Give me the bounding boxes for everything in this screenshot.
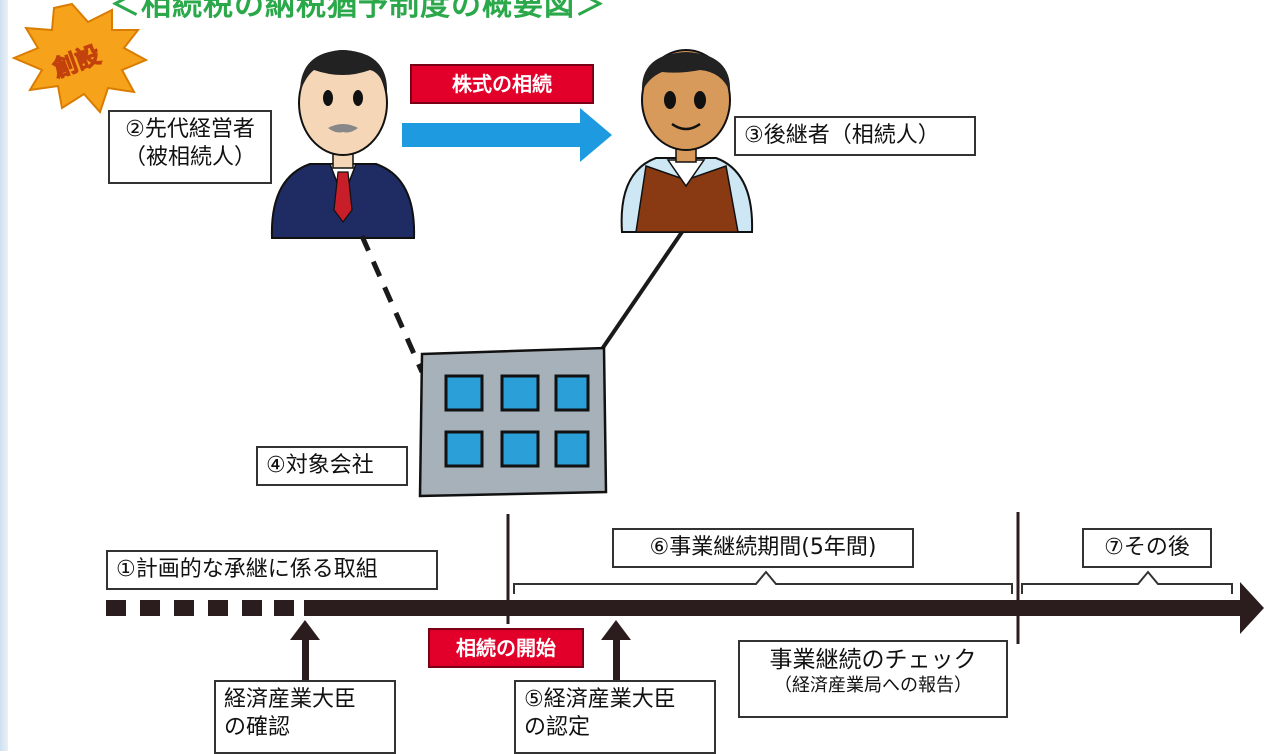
confirm-label-line2: の確認 <box>224 714 291 740</box>
left-edge-strip <box>0 0 8 751</box>
period-label: ⑥事業継続期間(5年間) <box>612 528 914 568</box>
confirm-up-arrow <box>290 620 320 684</box>
predecessor-figure <box>270 50 416 239</box>
confirm-label-line1: 経済産業大臣 <box>224 687 357 712</box>
business-check-line1: 事業継続のチェック <box>769 647 977 673</box>
after-brace <box>1021 570 1233 594</box>
inheritance-start-label: 相続の開始 <box>428 628 584 668</box>
predecessor-label-line2: （被相続人） <box>123 144 256 170</box>
company-label: ④対象会社 <box>256 446 408 486</box>
certify-label-line1: ⑤経済産業大臣 <box>524 687 676 712</box>
business-check-label: 事業継続のチェック （経済産業局への報告） <box>738 640 1008 718</box>
inheritance-arrow <box>402 108 612 162</box>
predecessor-company-link <box>359 234 425 374</box>
predecessor-label-line1: ②先代経営者 <box>125 117 255 142</box>
certify-up-arrow <box>601 620 631 684</box>
badge-text: 創設 <box>49 40 105 83</box>
badge-starburst: 創設 <box>11 2 149 114</box>
period-brace <box>513 570 1013 594</box>
successor-company-link <box>598 230 684 354</box>
company-building <box>418 346 608 498</box>
diagram-title: ＜相続税の納税猶予制度の概要図＞ <box>110 0 606 23</box>
after-label: ⑦その後 <box>1082 528 1212 568</box>
confirm-label: 経済産業大臣 の確認 <box>214 680 396 754</box>
share-inheritance-label: 株式の相続 <box>410 64 594 104</box>
predecessor-label: ②先代経営者 （被相続人） <box>108 110 272 184</box>
successor-figure <box>620 49 754 233</box>
business-check-line2: （経済産業局への報告） <box>774 674 972 696</box>
certify-label: ⑤経済産業大臣 の認定 <box>514 680 716 754</box>
timeline <box>106 582 1264 634</box>
successor-label: ③後継者（相続人） <box>734 116 976 156</box>
plan-label: ①計画的な承継に係る取組 <box>106 550 438 590</box>
certify-label-line2: の認定 <box>524 714 591 740</box>
